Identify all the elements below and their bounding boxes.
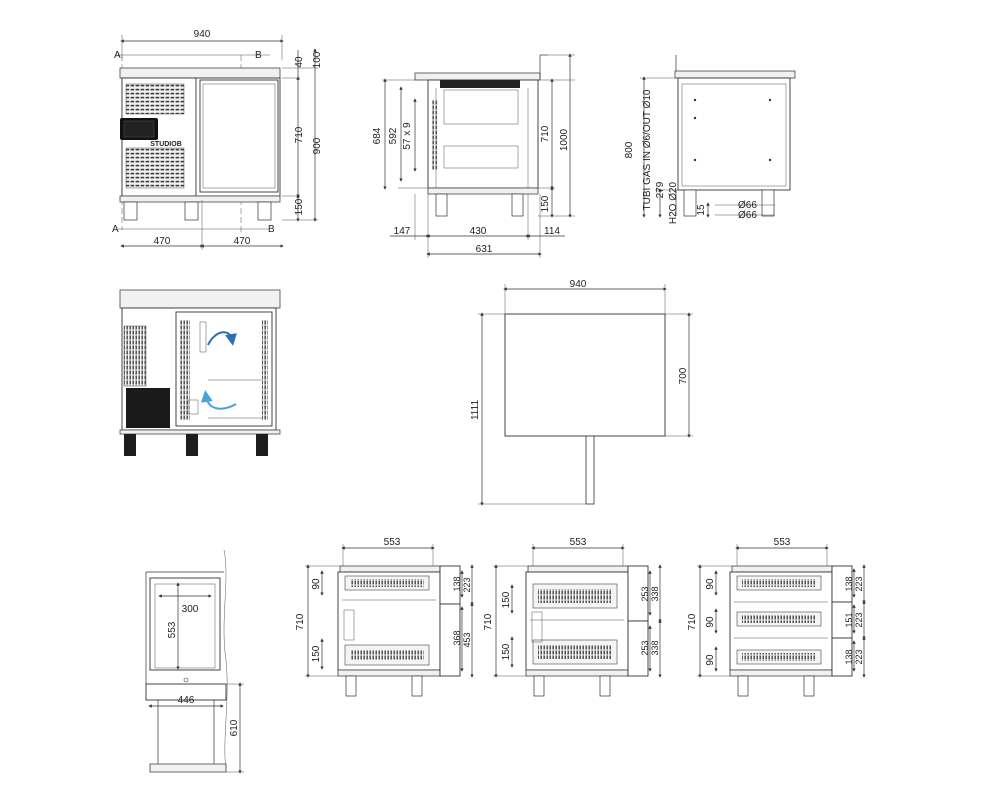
plan-depth-label: 700 xyxy=(678,367,689,384)
config3-top: 553 xyxy=(774,537,791,548)
brand-label: STUDIOB xyxy=(150,141,182,148)
side-view: 800 TUBI GAS IN Ø6/OUT Ø10 279 H2O Ø20 1… xyxy=(624,55,796,224)
drawer-config-1: 553 710 90 150 138 223 368 453 xyxy=(295,537,474,697)
section-631: 631 xyxy=(476,244,493,255)
side-279: 279 xyxy=(655,181,666,198)
config1-150: 150 xyxy=(311,645,322,662)
config2-253-bottom: 253 xyxy=(640,640,650,655)
config3-223-bottom: 223 xyxy=(854,649,864,664)
drawer-446: 446 xyxy=(178,695,195,706)
section-mark-b-top: B xyxy=(255,50,262,61)
config2-253-top: 253 xyxy=(640,586,650,601)
config3-710: 710 xyxy=(687,613,698,630)
config1-223: 223 xyxy=(462,577,472,592)
section-mark-b-bottom: B xyxy=(268,224,275,235)
drawer-610: 610 xyxy=(229,719,240,736)
front-height-100: 100 xyxy=(312,51,323,68)
section-684: 684 xyxy=(372,127,383,144)
config2-top: 553 xyxy=(570,537,587,548)
plan-total-label: 1111 xyxy=(470,400,481,420)
front-width-label: 940 xyxy=(194,29,211,40)
drawer-553: 553 xyxy=(167,621,178,638)
config2-710: 710 xyxy=(483,613,494,630)
config3-90-mid: 90 xyxy=(705,616,716,628)
cutaway-view xyxy=(119,289,281,456)
config1-90: 90 xyxy=(311,578,322,590)
section-1000: 1000 xyxy=(559,128,570,151)
section-150: 150 xyxy=(540,195,551,212)
section-114: 114 xyxy=(544,226,560,237)
side-15: 15 xyxy=(696,204,707,216)
side-h2o: H2O Ø20 xyxy=(668,181,679,224)
side-dia-2: Ø66 xyxy=(738,210,757,221)
section-430: 430 xyxy=(470,226,487,237)
config3-138-top: 138 xyxy=(844,576,854,591)
front-bottom-470-left: 470 xyxy=(154,236,171,247)
section-710: 710 xyxy=(540,125,551,142)
section-147: 147 xyxy=(394,226,411,237)
drawer-config-3: 553 710 90 90 90 138 223 151 xyxy=(687,537,866,697)
drawer-300: 300 xyxy=(182,604,199,615)
section-view: 684 592 57 x 9 710 1000 150 147 430 114 … xyxy=(372,53,575,258)
config1-710: 710 xyxy=(295,613,306,630)
plan-width-label: 940 xyxy=(570,279,587,290)
config3-138-bottom: 138 xyxy=(844,649,854,664)
config3-151-mid: 151 xyxy=(844,612,854,627)
drawer-config-2: 553 710 150 150 253 338 253 338 xyxy=(483,537,662,697)
section-mark-a-top: A xyxy=(114,50,121,61)
config3-223-mid: 223 xyxy=(854,612,864,627)
config3-90-top: 90 xyxy=(705,578,716,590)
front-view: 940 A B STUDIOB xyxy=(112,29,323,250)
config1-top: 553 xyxy=(384,537,401,548)
section-57x9: 57 x 9 xyxy=(402,122,413,150)
config3-90-bottom: 90 xyxy=(705,654,716,666)
config1-138: 138 xyxy=(452,576,462,591)
front-height-710: 710 xyxy=(294,126,305,143)
config1-453: 453 xyxy=(462,632,472,647)
side-dia-1: Ø66 xyxy=(738,200,757,211)
config2-150-bottom: 150 xyxy=(501,643,512,660)
config1-368: 368 xyxy=(452,630,462,645)
front-bottom-470-right: 470 xyxy=(234,236,251,247)
config2-150-top: 150 xyxy=(501,591,512,608)
config2-338-bottom: 338 xyxy=(650,640,660,655)
front-height-40: 40 xyxy=(294,56,305,68)
section-mark-a-bottom: A xyxy=(112,224,119,235)
side-800: 800 xyxy=(624,141,635,158)
side-tubi-gas: TUBI GAS IN Ø6/OUT Ø10 xyxy=(642,89,653,210)
plan-view: 940 700 1111 xyxy=(470,279,693,506)
front-height-150: 150 xyxy=(294,198,305,215)
config2-338-top: 338 xyxy=(650,586,660,601)
drawer-detail-view: 300 553 446 610 xyxy=(145,549,244,774)
front-height-900: 900 xyxy=(312,137,323,154)
config3-223-top: 223 xyxy=(854,576,864,591)
section-592: 592 xyxy=(388,127,399,144)
